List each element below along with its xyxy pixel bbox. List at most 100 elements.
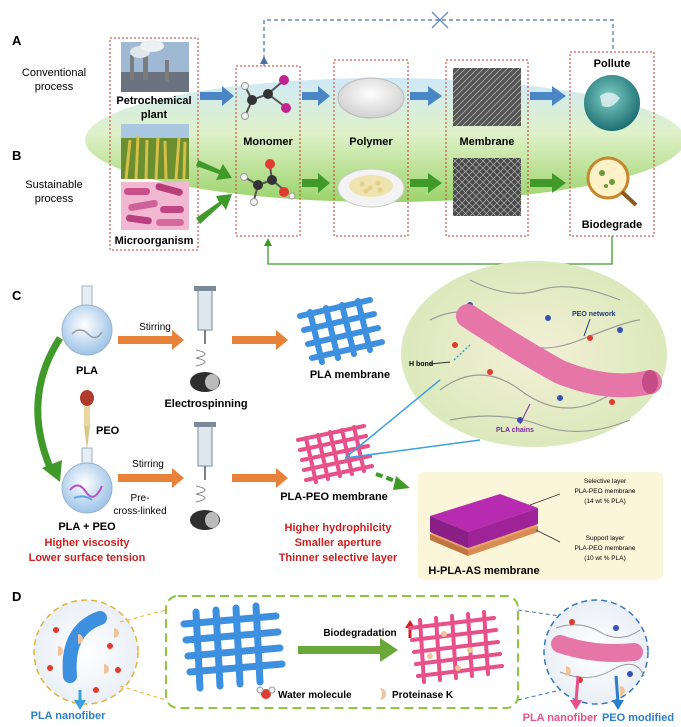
polymer-label: Polymer: [349, 136, 393, 148]
right-nanofiber-pointer-head: [570, 700, 582, 710]
microorganism-label: Microorganism: [115, 235, 194, 247]
selective-layer-label-3: (14 wt % PLA): [584, 498, 626, 505]
electrospinning-apparatus-top: [190, 286, 220, 392]
electrospinning-apparatus-bottom: [190, 422, 220, 530]
water-molecule-label: Water molecule: [278, 690, 352, 701]
petrochemical-plant-image: [121, 40, 189, 92]
pla-nanofiber-right-label: PLA nanofiber: [523, 712, 598, 724]
recycle-return-head: [264, 238, 272, 246]
electrospinning-label: Electrospinning: [164, 398, 247, 410]
polymer-pellets-image: [337, 168, 405, 208]
pla-label: PLA: [76, 365, 98, 377]
sustainable-arrows: [196, 160, 566, 224]
h-bond-pointer: [429, 361, 451, 365]
to-h-pla-as-head: [393, 476, 410, 490]
panel-label-a: A: [12, 33, 22, 48]
mixing-curve-arrow: [34, 336, 63, 474]
dashed-feedback-head: [260, 56, 268, 64]
monomer-label: Monomer: [243, 136, 293, 148]
pla-nanofiber-tube: [62, 611, 107, 683]
pla-chains-label: PLA chains: [496, 427, 534, 434]
conventional-label-1: Conventional: [22, 67, 86, 79]
pla-chain-tube: [456, 304, 662, 398]
peo-modified-pointer-head: [612, 700, 624, 710]
red-note-center-2: Smaller aperture: [295, 537, 382, 549]
pla-peo-nanofiber-tube: [551, 635, 643, 662]
biodegradation-label: Biodegradation: [323, 628, 396, 639]
pla-flask: [61, 285, 113, 356]
left-zoom-line-2: [119, 685, 167, 701]
biodegradation-box: [165, 595, 519, 709]
red-note-center-3: Thinner selective layer: [279, 552, 398, 564]
process-band: [85, 78, 681, 202]
sustainable-label-2: process: [35, 193, 74, 205]
panel-label-b: B: [12, 148, 21, 163]
zoom-line-1: [344, 379, 441, 459]
h-pla-as-layers: [430, 494, 538, 556]
support-layer-label-1: Support layer: [586, 535, 625, 542]
to-pla-membrane-arrow: [232, 330, 288, 350]
stirring-arrow-1: [118, 330, 184, 350]
proteinase-label: Proteinase K: [392, 690, 454, 701]
enzyme-dots-on-mesh: [427, 631, 473, 671]
blue-membrane-mesh: [180, 602, 286, 692]
proteinase-icon: [380, 688, 386, 700]
biodegradation-arrow: [298, 638, 398, 662]
left-zoom-bubble: [33, 599, 139, 705]
panel-label-c: C: [12, 288, 22, 303]
h-bond-label: H bond: [409, 361, 433, 368]
right-zoom-line-2: [517, 689, 561, 701]
selective-layer-label-2: PLA-PEO membrane: [574, 488, 635, 495]
peo-network-label: PEO network: [572, 311, 616, 318]
pla-nanofiber-left-label: PLA nanofiber: [31, 710, 106, 722]
to-pla-peo-membrane-arrow: [232, 468, 288, 488]
stirring-label-2: Stirring: [132, 459, 164, 470]
to-h-pla-as-arrow: [375, 472, 399, 484]
red-note-center-1: Higher hydrophilcity: [285, 522, 393, 534]
pla-chain-tube-end: [642, 370, 658, 394]
polymer-box: [333, 59, 409, 237]
plastic-bag-icon: [600, 92, 620, 107]
peo-modified-pointer: [614, 675, 620, 703]
monomer-molecule-bottom: [240, 159, 296, 206]
membrane-label: Membrane: [459, 136, 514, 148]
biodegrade-label: Biodegrade: [582, 219, 643, 231]
pink-membrane-mesh: [408, 610, 504, 684]
support-layer-label-3: (10 wt % PLA): [584, 555, 626, 562]
petrochemical-label-1: Petrochemical: [116, 95, 191, 107]
microorganism-image: [121, 182, 189, 230]
biodegrade-magnifier-icon: [586, 156, 638, 207]
h-pla-as-label: H-PLA-AS membrane: [428, 565, 539, 577]
pla-peo-label: PLA + PEO: [58, 521, 116, 533]
selective-layer-label-1: Selective layer: [584, 478, 627, 485]
left-nanofiber-pointer-head: [74, 700, 86, 710]
right-nanofiber-pointer: [574, 675, 580, 703]
left-bubble-molecules: [47, 627, 121, 693]
right-zoom-line-1: [517, 609, 561, 617]
red-note-left-2: Lower surface tension: [29, 552, 146, 564]
recycle-return-line: [267, 236, 613, 265]
pla-chains-pointer: [519, 403, 531, 425]
pollute-label: Pollute: [594, 58, 631, 70]
pla-peo-flask: [61, 447, 113, 514]
cross-icon: [431, 11, 449, 29]
h-pla-as-panel: [418, 472, 663, 580]
membrane-sem-image-top: [453, 68, 521, 126]
right-bubble-molecules: [555, 624, 645, 678]
panel-label-d: D: [12, 589, 21, 604]
left-zoom-line-1: [119, 609, 167, 623]
pre-cross-label-2: cross-linked: [113, 506, 166, 517]
pla-membrane-mesh: [297, 297, 385, 365]
dashed-feedback-arrow: [263, 19, 614, 66]
water-molecule-icon: [256, 686, 276, 699]
pla-peo-membrane-label: PLA-PEO membrane: [280, 491, 388, 503]
pre-cross-label-1: Pre-: [131, 493, 150, 504]
right-bubble-dots: [566, 619, 633, 696]
petrochemical-label-2: plant: [141, 109, 168, 121]
support-layer-pointer: [535, 529, 561, 543]
mixing-curve-head: [42, 460, 62, 482]
peo-network-pointer: [583, 318, 591, 337]
support-layer-label-2: PLA-PEO membrane: [574, 545, 635, 552]
zoom-line-2: [344, 439, 481, 459]
